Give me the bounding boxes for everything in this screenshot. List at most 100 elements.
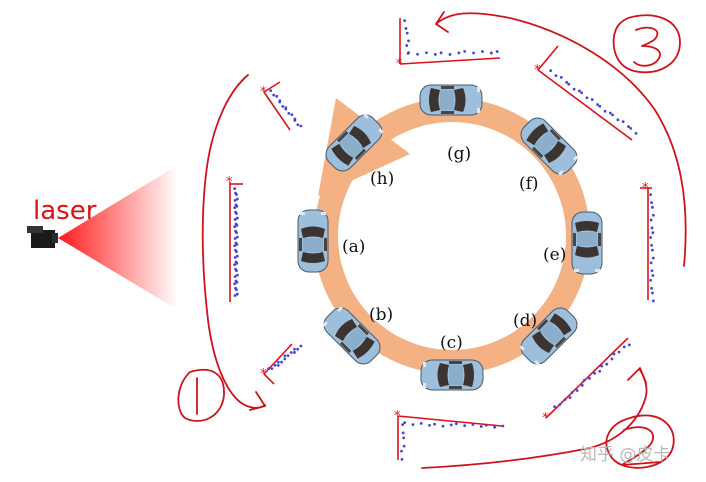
scan-b-tick [263, 373, 275, 385]
scan-f-origin: * [534, 63, 541, 78]
label-c: (c) [440, 333, 463, 353]
scan-e-point [650, 201, 653, 204]
scan-h-tick [263, 81, 281, 93]
scan-c-point [433, 422, 437, 426]
scan-e-point [651, 205, 654, 209]
scan-profiles: ******** [226, 18, 655, 461]
scan-g-point [489, 51, 493, 55]
scan-h-line [263, 91, 291, 131]
scan-d-point [612, 352, 616, 356]
scan-d-point [617, 350, 621, 354]
scan-d-point [563, 398, 567, 401]
scan-b-point [283, 354, 287, 358]
car-g [419, 84, 483, 116]
label-f: (f) [519, 174, 539, 194]
scan-h-point [281, 105, 285, 108]
scan-d-point [580, 384, 584, 387]
scan-g-line [399, 57, 501, 65]
scan-c-origin: * [394, 409, 401, 424]
scan-f-point [634, 131, 638, 135]
scan-h-point [278, 100, 282, 104]
scan-a-point [233, 263, 237, 267]
car-e [571, 211, 603, 275]
label-h: (h) [370, 169, 394, 189]
scan-a-point [235, 231, 238, 234]
scan-a-point [235, 292, 239, 296]
scan-f-line [537, 69, 633, 141]
scan-h-point [290, 113, 294, 117]
scan-c2-point [402, 436, 406, 440]
scan-d-point [588, 376, 591, 380]
scan-e-point [650, 269, 654, 273]
scan-f-point [567, 82, 571, 86]
scan-a-point [233, 199, 237, 202]
scan-a-point [233, 282, 237, 286]
scan-d-point [610, 357, 614, 361]
scan-f-point [590, 98, 594, 101]
scan-h-point [287, 111, 291, 115]
scan-b-point [299, 344, 303, 348]
scan-c2-point [401, 431, 405, 435]
circle-1 [177, 368, 225, 422]
scan-f-point [608, 111, 612, 115]
scan-c2-point [401, 423, 405, 427]
scan-g-point [457, 51, 461, 55]
scan-a-point [233, 225, 237, 229]
scan-f-point [572, 87, 576, 91]
scan-c-point [471, 423, 475, 426]
scan-h-point [296, 123, 300, 127]
scan-f-point [580, 91, 583, 95]
scan-b-point [296, 347, 300, 351]
scan-f-tick [537, 45, 559, 71]
scan-b-point [267, 367, 271, 371]
laser-device: laser [27, 165, 178, 310]
scan-d-point [600, 364, 604, 368]
label-d: (d) [513, 311, 537, 331]
scan-g-point [416, 52, 419, 56]
scan-a-point [235, 223, 239, 227]
scan-d-point [582, 378, 586, 382]
scan-c-point [449, 423, 453, 427]
scan-h-point [299, 124, 303, 128]
scan-f-point [559, 76, 563, 79]
scan-f-point [549, 69, 553, 73]
circle-3 [612, 14, 681, 74]
laser-beam [58, 165, 178, 310]
scan-c-point [441, 424, 445, 428]
scan-c-point [428, 423, 431, 427]
scan-b-point [283, 357, 287, 361]
scan-c-point [419, 422, 423, 425]
scan-f-point [596, 103, 599, 106]
circle-2 [605, 414, 675, 469]
scan-d-point [570, 391, 574, 394]
scan-c-base [397, 415, 503, 427]
scan-e-point [651, 248, 654, 252]
label-a: (a) [342, 237, 365, 257]
scan-f-point [621, 120, 625, 124]
scan-a-point [233, 187, 237, 191]
scan-f-point [578, 89, 581, 93]
scan-b-point [276, 363, 280, 367]
scan-c-point [454, 422, 458, 426]
scan-h-point [272, 93, 276, 97]
scan-b-point [289, 351, 293, 354]
scan-d-line [545, 337, 629, 419]
scan-b-point [286, 354, 290, 358]
label-e: (e) [543, 245, 566, 265]
scan-e-point [651, 213, 655, 217]
scan-c2-point [400, 449, 403, 453]
scan-e-origin: * [642, 181, 649, 196]
scan-g-point [472, 51, 475, 55]
scan-a-point [233, 275, 237, 278]
scan-d-point [598, 369, 602, 373]
scan-d-point [553, 405, 557, 409]
scan-a-point [235, 204, 239, 208]
scan-a-point [233, 294, 237, 297]
scan-a-point [233, 244, 237, 248]
scan-c-point [501, 424, 505, 428]
scan-a-point [235, 273, 239, 277]
scan-g2-point [404, 27, 408, 30]
watermark: 知乎 @皮卡 [580, 445, 670, 465]
scan-f-point [554, 74, 558, 78]
scan-f-point [629, 126, 633, 130]
